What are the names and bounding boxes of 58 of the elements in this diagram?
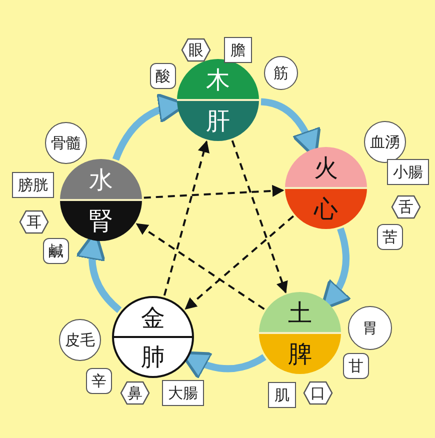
character-label: 鹹: [48, 244, 64, 258]
character-label: 肌: [274, 388, 290, 402]
circle-badge: [264, 56, 298, 90]
hexagon-badge: [181, 38, 211, 62]
square-label-box: [387, 159, 429, 185]
hexagon-badge: [19, 210, 49, 234]
hexagon-badge: [303, 381, 333, 405]
element-circle: [60, 159, 142, 241]
circle-badge: [364, 121, 406, 163]
character-label: 膽: [230, 42, 246, 58]
hexagon-badge: [391, 195, 421, 219]
character-label: 小腸: [393, 164, 423, 180]
square-label-box: [268, 382, 296, 408]
character-label: 酸: [156, 68, 170, 84]
organ-character: 腎: [89, 208, 113, 232]
character-label: 膀胱: [18, 178, 48, 192]
character-label: 辛: [92, 374, 106, 388]
circle-badge: [45, 122, 87, 164]
hexagon-badge: [120, 381, 150, 405]
character-label: 大腸: [168, 386, 198, 400]
element-character: 土: [288, 300, 312, 324]
element-circle: [112, 296, 194, 378]
character-label: 耳: [26, 214, 42, 230]
rounded-label-box: [343, 353, 369, 379]
organ-character: 脾: [288, 342, 312, 366]
character-label: 筋: [274, 66, 288, 80]
element-character: 火: [314, 156, 338, 180]
rounded-label-box: [43, 238, 69, 264]
element-character: 水: [89, 168, 113, 192]
character-label: 甘: [348, 358, 364, 374]
dashed-arrow: [136, 223, 265, 310]
character-label: 舌: [398, 200, 414, 214]
element-character: 木: [206, 68, 230, 92]
character-label: 鼻: [128, 386, 142, 400]
rounded-label-box: [150, 63, 176, 89]
dashed-arrow: [184, 215, 294, 310]
character-label: 苦: [382, 230, 398, 244]
square-label-box: [12, 172, 54, 198]
circle-badge: [348, 306, 392, 350]
organ-character: 肺: [141, 344, 165, 368]
organ-character: 心: [314, 196, 338, 220]
organ-character: 肝: [206, 108, 230, 132]
dashed-arrow: [163, 140, 210, 296]
rounded-label-box: [86, 368, 112, 394]
character-label: 眼: [188, 42, 204, 58]
element-character: 金: [141, 306, 165, 330]
rounded-label-box: [377, 224, 403, 250]
square-label-box: [162, 380, 204, 406]
circle-badge: [59, 319, 101, 361]
character-label: 皮毛: [65, 332, 95, 348]
character-label: 血湧: [370, 134, 400, 150]
character-label: 口: [310, 386, 326, 400]
character-label: 骨髓: [51, 136, 81, 150]
square-label-box: [224, 37, 252, 63]
element-circle: [259, 292, 341, 374]
character-label: 胃: [362, 320, 378, 336]
dashed-arrow: [144, 184, 284, 199]
dashed-arrow: [231, 140, 288, 294]
